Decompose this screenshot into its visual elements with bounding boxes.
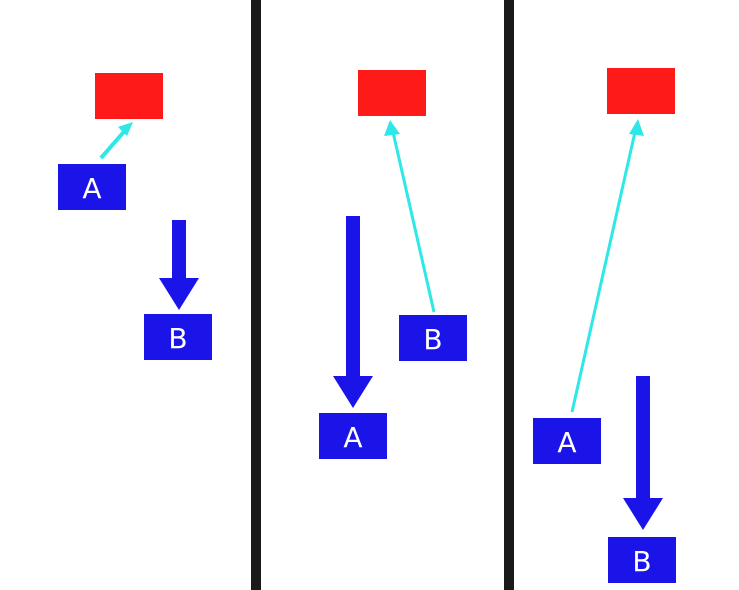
blue-arrowhead — [333, 376, 373, 408]
blue-arrow-shaft — [172, 220, 186, 278]
target-box — [95, 73, 163, 119]
blue-arrow-shaft — [346, 216, 360, 378]
blue-arrowhead — [623, 498, 663, 530]
cyan-arrow-a — [570, 131, 637, 413]
target-box — [607, 68, 675, 114]
box-a-label: A — [557, 426, 576, 459]
box-a — [319, 413, 387, 459]
cyan-arrowhead — [629, 119, 644, 136]
panel-1: A B — [58, 73, 212, 360]
box-b-label: B — [632, 545, 651, 578]
box-a-label: A — [82, 172, 101, 205]
box-a-label: A — [343, 421, 362, 454]
cyan-arrow-b — [391, 131, 436, 313]
panel-3: A B — [533, 68, 676, 583]
box-b — [144, 314, 212, 360]
panel-divider-1 — [251, 0, 261, 590]
box-b-label: B — [423, 323, 442, 356]
cyan-arrowhead — [118, 122, 133, 136]
target-box — [358, 70, 426, 116]
cyan-arrowhead — [384, 120, 400, 136]
box-b-label: B — [168, 322, 187, 355]
blue-arrowhead — [159, 278, 199, 310]
blue-arrow-shaft — [636, 376, 650, 500]
panel-divider-2 — [504, 0, 514, 590]
box-b — [608, 537, 676, 583]
box-a — [533, 418, 601, 464]
box-a — [58, 164, 126, 210]
box-b — [399, 315, 467, 361]
panel-2: B A — [319, 70, 467, 459]
